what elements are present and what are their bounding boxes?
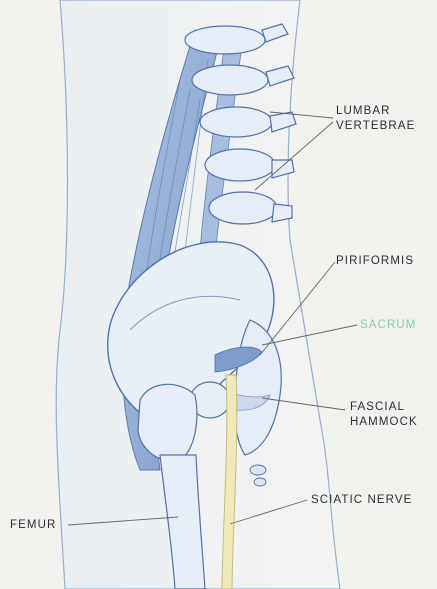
label-sciatic-nerve: SCIATIC NERVE: [311, 493, 412, 508]
label-lumbar-vertebrae: LUMBAR VERTEBRAE: [336, 104, 415, 134]
greater-trochanter: [138, 384, 197, 461]
label-fascial-line-2: HAMMOCK: [350, 415, 418, 430]
label-sacrum: SACRUM: [360, 318, 416, 333]
label-fascial-hammock: FASCIAL HAMMOCK: [350, 400, 418, 430]
label-lumbar-line-2: VERTEBRAE: [336, 119, 415, 134]
label-fascial-line-1: FASCIAL: [350, 400, 418, 415]
label-femur: FEMUR: [10, 518, 56, 533]
label-piriformis: PIRIFORMIS: [336, 254, 414, 269]
label-lumbar-line-1: LUMBAR: [336, 104, 415, 119]
